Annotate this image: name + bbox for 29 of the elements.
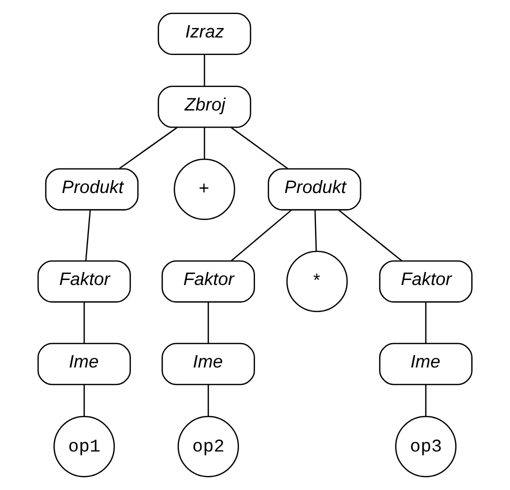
node-box: Faktor xyxy=(379,260,473,303)
connector xyxy=(204,54,206,86)
node-circle: + xyxy=(174,158,236,220)
node-box: Faktor xyxy=(37,260,131,303)
connector xyxy=(425,302,426,343)
node-box: Zbroj xyxy=(158,86,252,128)
node-box: Faktor xyxy=(162,260,255,303)
connector xyxy=(208,302,209,343)
node-circle: op1 xyxy=(53,416,115,478)
node-box: Ime xyxy=(37,342,131,386)
connector xyxy=(204,127,206,159)
connector xyxy=(425,384,426,416)
connector xyxy=(84,302,85,343)
node-box: Produkt xyxy=(45,168,139,210)
node-box: Izraz xyxy=(158,12,252,55)
connector xyxy=(118,126,178,170)
connector xyxy=(84,384,85,416)
connector xyxy=(85,210,91,261)
node-circle: * xyxy=(286,250,348,312)
connector xyxy=(338,210,402,262)
connector xyxy=(208,384,209,416)
node-box: Produkt xyxy=(268,168,362,210)
connector xyxy=(230,126,288,170)
node-box: Ime xyxy=(379,342,473,386)
node-circle: op3 xyxy=(395,416,457,478)
node-circle: op2 xyxy=(178,416,239,478)
node-box: Ime xyxy=(162,342,255,386)
connector xyxy=(314,210,317,252)
connector xyxy=(230,210,292,262)
